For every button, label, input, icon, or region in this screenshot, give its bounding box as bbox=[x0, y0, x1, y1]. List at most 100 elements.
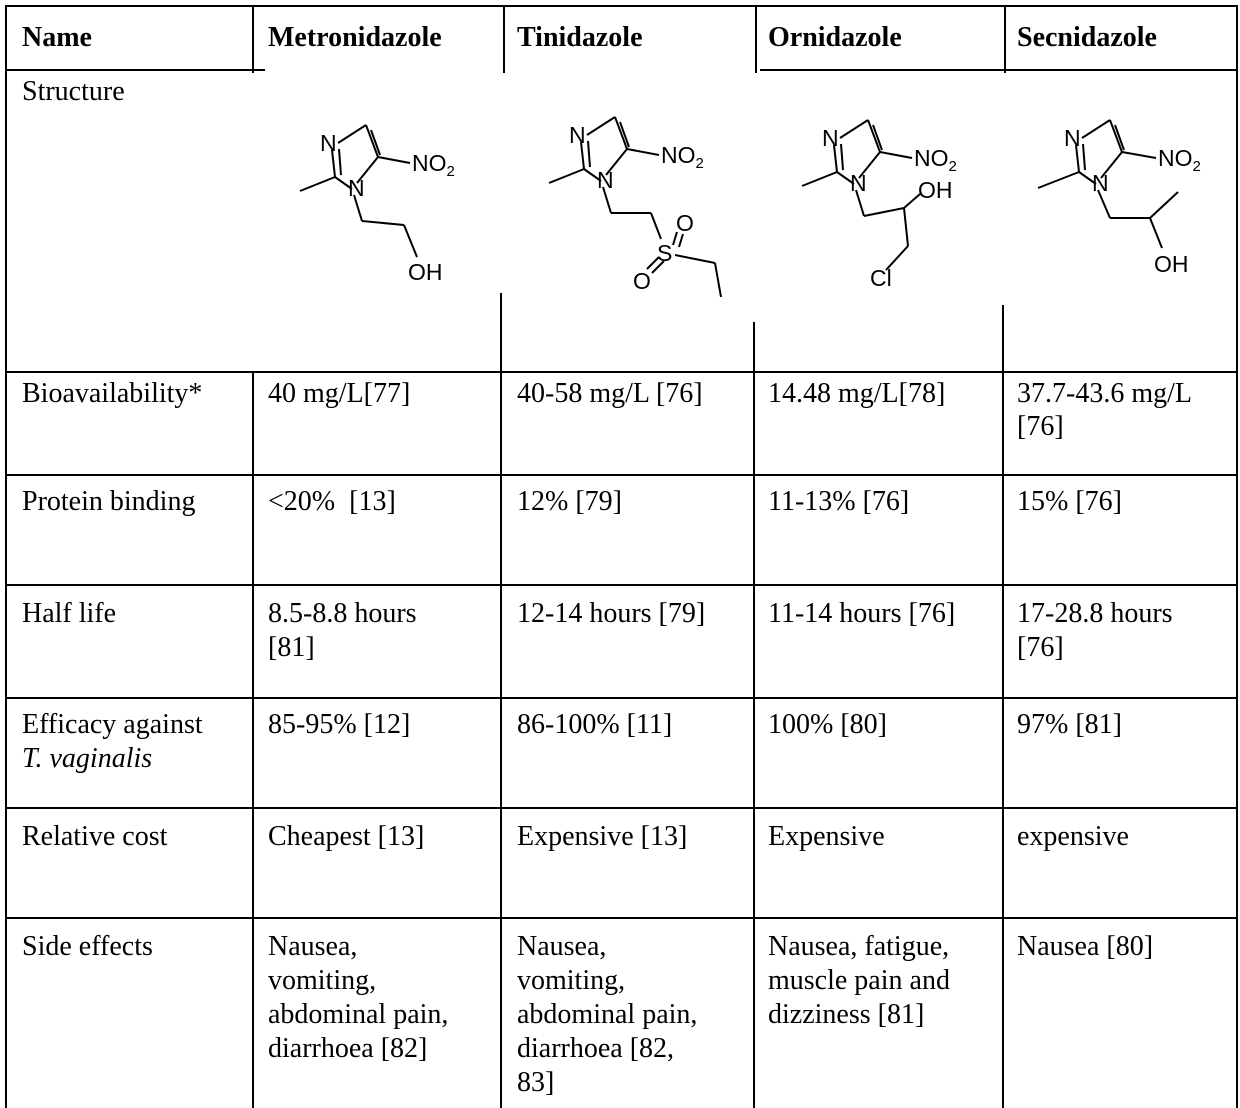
atom-n-label: N bbox=[1064, 125, 1081, 151]
nitro-subscript: 2 bbox=[696, 155, 704, 172]
table-cell: <20% [13] bbox=[268, 486, 396, 517]
svg-text:NO2: NO2 bbox=[412, 150, 455, 180]
col-rule bbox=[503, 5, 505, 73]
table-cell: Nausea, bbox=[268, 931, 358, 962]
table-cell: 100% [80] bbox=[768, 709, 887, 740]
col-rule bbox=[5, 5, 7, 1108]
row-label-protein-binding: Protein binding bbox=[22, 486, 196, 517]
svg-text:NO2: NO2 bbox=[661, 142, 704, 172]
table-border-right bbox=[1236, 5, 1238, 1108]
row-label-side-effects: Side effects bbox=[22, 931, 153, 962]
header-tinidazole: Tinidazole bbox=[517, 22, 643, 53]
table-cell: muscle pain and bbox=[768, 965, 950, 996]
header-name: Name bbox=[22, 22, 92, 53]
table-cell: [81] bbox=[268, 632, 315, 663]
table-cell: 15% [76] bbox=[1017, 486, 1122, 517]
table-border-top bbox=[5, 5, 1238, 7]
nitro-label: NO bbox=[661, 142, 696, 168]
table-cell: 85-95% [12] bbox=[268, 709, 411, 740]
table-cell: 11-13% [76] bbox=[768, 486, 910, 517]
col-rule bbox=[252, 5, 254, 73]
nitro-subscript: 2 bbox=[447, 163, 455, 180]
nitro-label: NO bbox=[914, 145, 949, 171]
atom-n-label: N bbox=[597, 167, 614, 193]
header-metronidazole: Metronidazole bbox=[268, 22, 442, 53]
table-cell: 86-100% [11] bbox=[517, 709, 673, 740]
col-rule bbox=[755, 5, 757, 73]
hydroxyl-label: OH bbox=[408, 259, 443, 285]
table-cell: Nausea, fatigue, bbox=[768, 931, 950, 962]
atom-n-label: N bbox=[850, 170, 867, 196]
col-rule bbox=[1002, 305, 1004, 1108]
table-cell: Cheapest [13] bbox=[268, 821, 425, 852]
table-cell: 40 mg/L[77] bbox=[268, 378, 411, 409]
row-label-structure: Structure bbox=[22, 76, 125, 107]
table-cell: 17-28.8 hours bbox=[1017, 598, 1173, 629]
header-ornidazole: Ornidazole bbox=[768, 22, 902, 53]
row-label-bioavailability: Bioavailability* bbox=[22, 378, 203, 409]
row-label-efficacy-organism: T. vaginalis bbox=[22, 743, 153, 774]
nitro-subscript: 2 bbox=[949, 158, 957, 175]
row-rule bbox=[5, 917, 1238, 919]
tinidazole-structure: N N NO2 S O O bbox=[548, 116, 722, 298]
table-cell: dizziness [81] bbox=[768, 999, 925, 1030]
col-rule bbox=[1004, 5, 1006, 73]
row-rule bbox=[5, 474, 1238, 476]
table-cell: 12-14 hours [79] bbox=[517, 598, 706, 629]
nitro-subscript: 2 bbox=[1193, 158, 1201, 175]
row-rule bbox=[5, 371, 1238, 373]
atom-n-label: N bbox=[569, 122, 586, 148]
secnidazole-structure: N N NO2 OH bbox=[1037, 119, 1201, 277]
row-rule bbox=[5, 807, 1238, 809]
table-cell: [76] bbox=[1017, 411, 1064, 442]
table-cell: Nausea [80] bbox=[1017, 931, 1154, 962]
table-cell: diarrhoea [82] bbox=[268, 1033, 428, 1064]
svg-text:NO2: NO2 bbox=[1158, 145, 1201, 175]
table-cell: 40-58 mg/L [76] bbox=[517, 378, 703, 409]
row-label-relative-cost: Relative cost bbox=[22, 821, 168, 852]
table-cell: [76] bbox=[1017, 632, 1064, 663]
col-rule bbox=[753, 322, 755, 1108]
table-cell: 14.48 mg/L[78] bbox=[768, 378, 946, 409]
table-cell: abdominal pain, bbox=[517, 999, 698, 1030]
table-cell: 37.7-43.6 mg/L bbox=[1017, 378, 1192, 409]
row-label-half-life: Half life bbox=[22, 598, 117, 629]
header-rule-right bbox=[760, 69, 1238, 71]
atom-n-label: N bbox=[320, 130, 337, 156]
row-label-efficacy: Efficacy against bbox=[22, 709, 203, 740]
table-cell: vomiting, bbox=[517, 965, 626, 996]
table-cell: abdominal pain, bbox=[268, 999, 449, 1030]
atom-n-label: N bbox=[348, 175, 365, 201]
table-cell: vomiting, bbox=[268, 965, 377, 996]
hydroxyl-label: OH bbox=[1154, 251, 1189, 277]
nitro-label: NO bbox=[412, 150, 447, 176]
table-cell: expensive bbox=[1017, 821, 1129, 852]
table-cell: 11-14 hours [76] bbox=[768, 598, 956, 629]
table-cell: Expensive bbox=[768, 821, 885, 852]
table-cell: Nausea, bbox=[517, 931, 607, 962]
table-cell: 12% [79] bbox=[517, 486, 622, 517]
table-cell: 83] bbox=[517, 1067, 555, 1098]
row-rule bbox=[5, 584, 1238, 586]
sulfur-label: S bbox=[657, 240, 672, 266]
table-cell: 97% [81] bbox=[1017, 709, 1122, 740]
atom-n-label: N bbox=[822, 125, 839, 151]
metronidazole-structure: N N NO2 OH bbox=[299, 124, 455, 285]
ornidazole-structure: N N NO2 OH Cl bbox=[801, 119, 957, 291]
table-cell: 8.5-8.8 hours bbox=[268, 598, 417, 629]
atom-n-label: N bbox=[1092, 170, 1109, 196]
table-cell: Expensive [13] bbox=[517, 821, 688, 852]
col-rule bbox=[252, 371, 254, 1108]
table-cell: diarrhoea [82, bbox=[517, 1033, 675, 1064]
header-rule-left bbox=[5, 69, 265, 71]
svg-text:NO2: NO2 bbox=[914, 145, 957, 175]
hydroxyl-label: OH bbox=[918, 177, 953, 203]
nitro-label: NO bbox=[1158, 145, 1193, 171]
col-rule bbox=[500, 293, 502, 1108]
row-rule bbox=[5, 697, 1238, 699]
oxygen-label: O bbox=[633, 268, 651, 294]
header-secnidazole: Secnidazole bbox=[1017, 22, 1157, 53]
chlorine-label: Cl bbox=[870, 265, 892, 291]
oxygen-label: O bbox=[676, 210, 694, 236]
